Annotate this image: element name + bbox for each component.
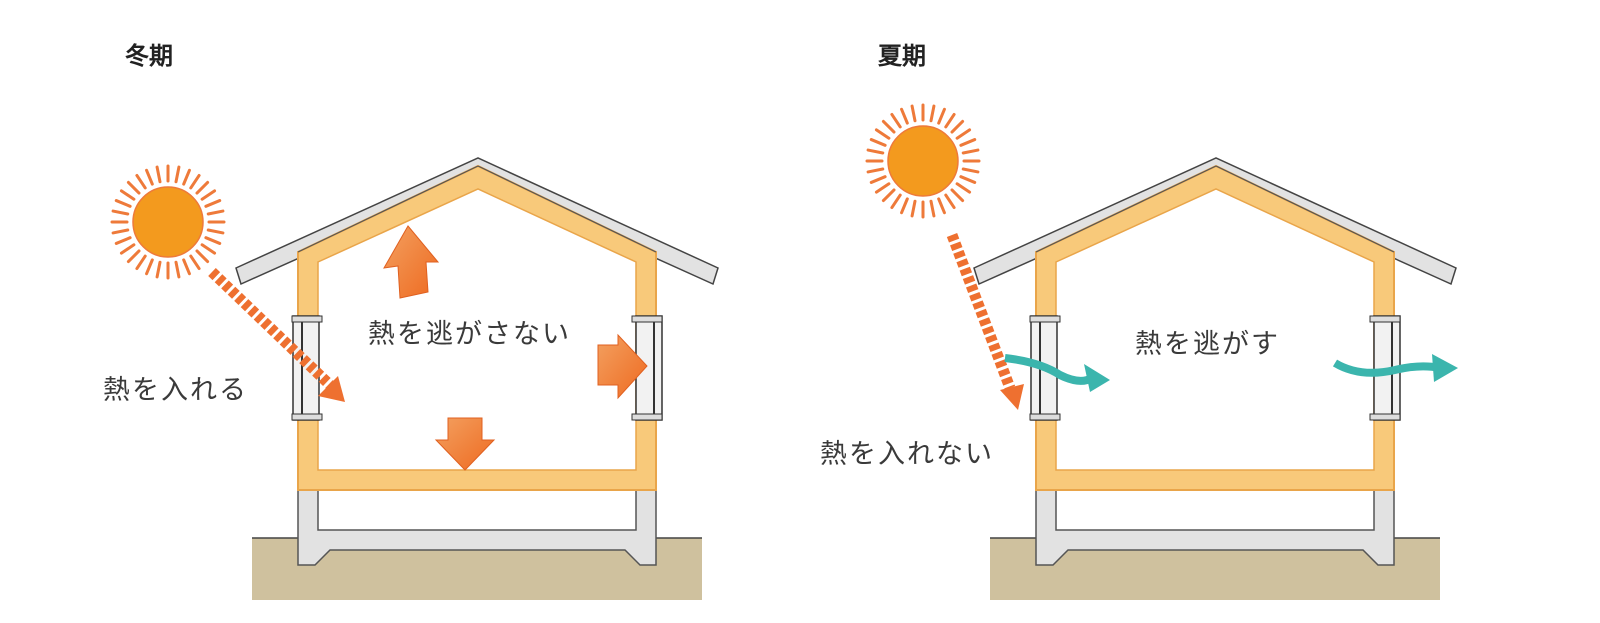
summer-label-block-heat: 熱を入れない (820, 439, 994, 470)
air-flow-arrow-left (1004, 354, 1110, 392)
summer-sun-icon (865, 103, 981, 219)
heat-arrow-up (383, 225, 440, 299)
winter-sun-icon (110, 164, 226, 280)
heat-arrow-right (597, 333, 648, 400)
air-flow-arrow-right (1332, 354, 1458, 382)
summer-title: 夏期 (878, 42, 926, 70)
winter-title: 冬期 (125, 42, 173, 70)
heat-arrow-down (434, 417, 496, 471)
winter-label-keep-heat: 熱を逃がさない (368, 319, 571, 350)
summer-label-release-heat: 熱を逃がす (1135, 329, 1280, 360)
summer-house (973, 157, 1457, 601)
summer-sunlight-arrow (946, 233, 1024, 410)
winter-sunlight-arrow (208, 268, 345, 402)
winter-house (235, 157, 719, 601)
winter-label-let-heat-in: 熱を入れる (103, 375, 248, 406)
